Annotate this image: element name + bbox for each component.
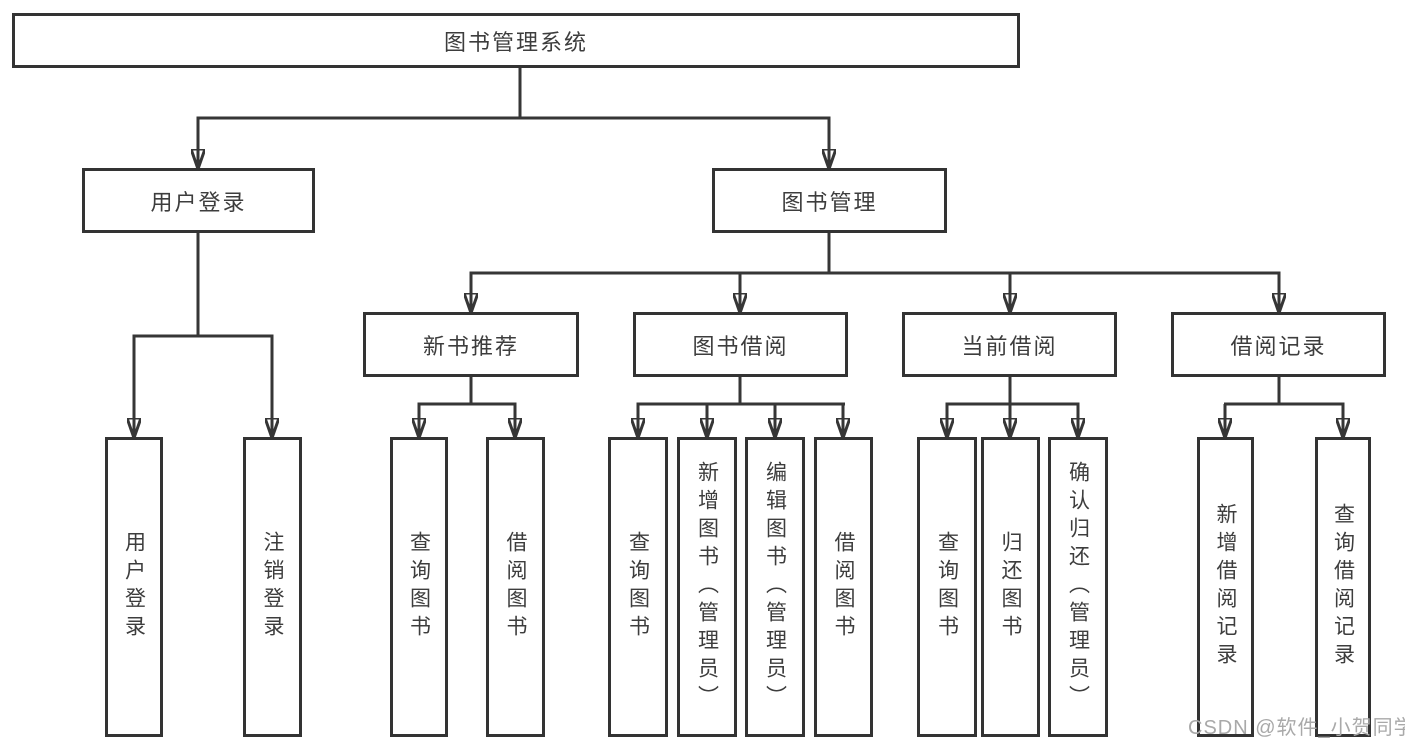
node-current-borrowing: 当前借阅: [902, 312, 1117, 377]
leaf-borrowing-add-books-admin: 新增图书（管理员）: [677, 437, 737, 737]
leaf-current-return-books: 归还图书: [981, 437, 1040, 737]
node-book-borrowing: 图书借阅: [633, 312, 848, 377]
leaf-recommend-query-books: 查询图书: [390, 437, 448, 737]
leaf-current-confirm-return-admin: 确认归还（管理员）: [1048, 437, 1108, 737]
leaf-recommend-borrow-books: 借阅图书: [486, 437, 545, 737]
leaf-records-query-record: 查询借阅记录: [1315, 437, 1371, 737]
node-borrowing-records: 借阅记录: [1171, 312, 1386, 377]
node-user-login: 用户登录: [82, 168, 315, 233]
leaf-logout: 注销登录: [243, 437, 302, 737]
leaf-borrowing-borrow-books: 借阅图书: [814, 437, 873, 737]
node-book-management: 图书管理: [712, 168, 947, 233]
leaf-user-login: 用户登录: [105, 437, 163, 737]
leaf-current-query-books: 查询图书: [917, 437, 977, 737]
node-new-book-recommend: 新书推荐: [363, 312, 579, 377]
leaf-records-add-record: 新增借阅记录: [1197, 437, 1254, 737]
leaf-borrowing-edit-books-admin: 编辑图书（管理员）: [745, 437, 805, 737]
leaf-borrowing-query-books: 查询图书: [608, 437, 668, 737]
node-root-library-system: 图书管理系统: [12, 13, 1020, 68]
csdn-watermark: CSDN @软件_小贺同学: [1188, 717, 1405, 739]
